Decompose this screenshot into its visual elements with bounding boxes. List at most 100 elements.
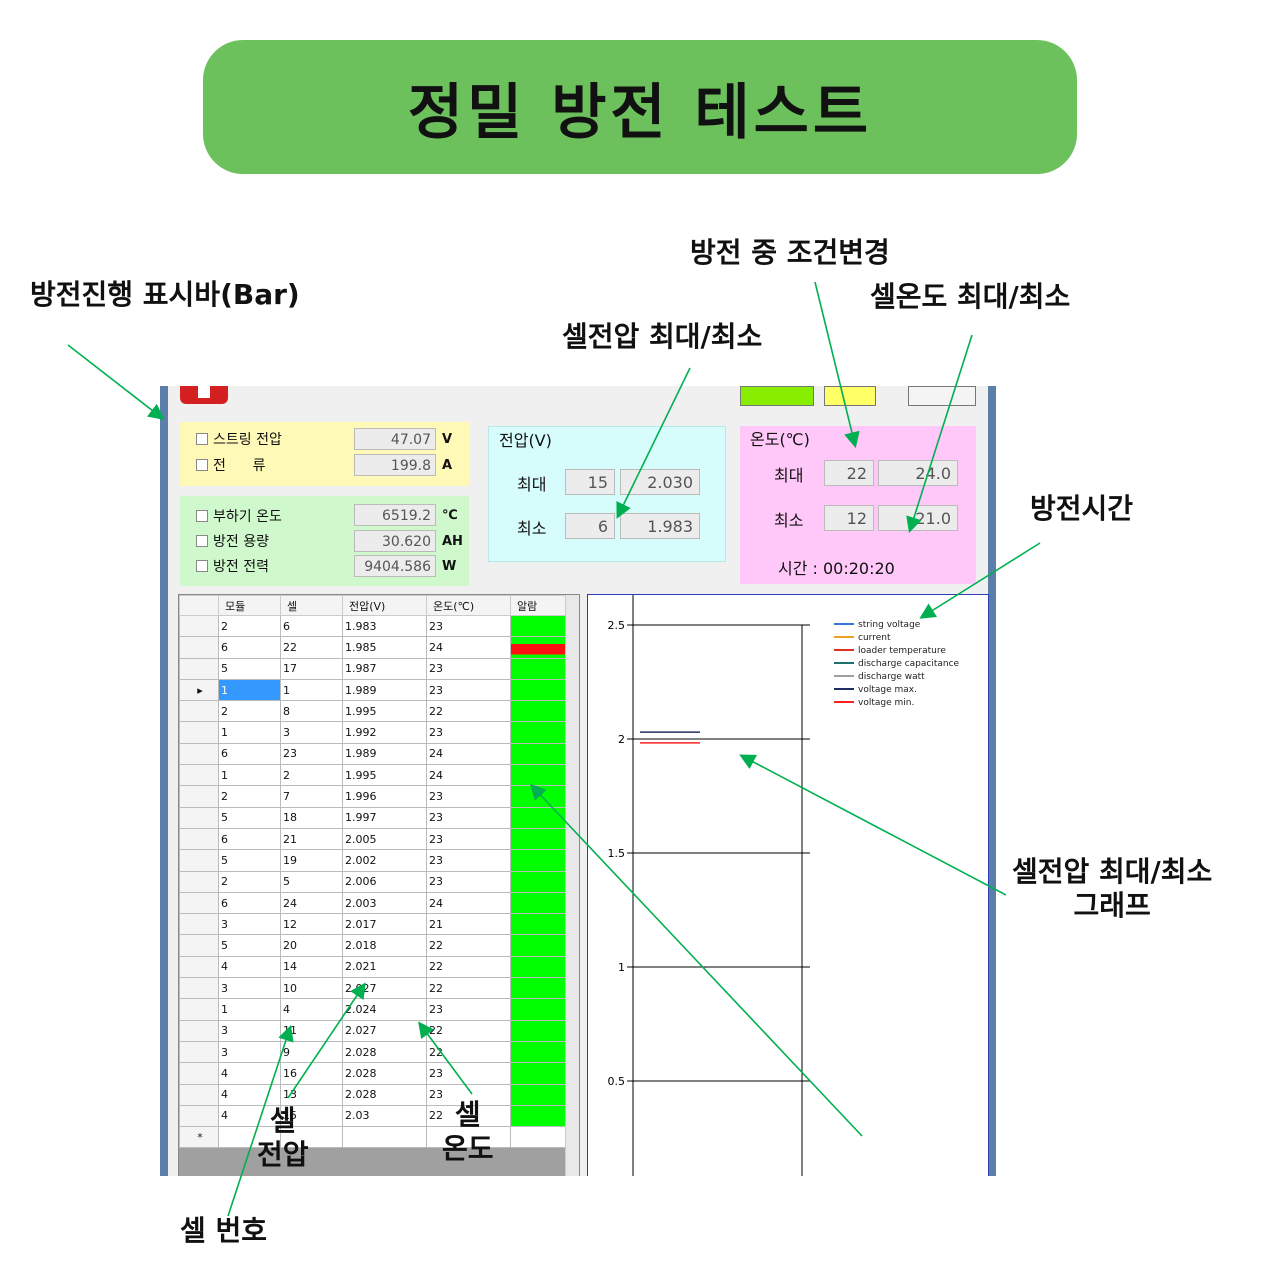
cell-temp[interactable]: 23	[426, 870, 511, 893]
cell-temp[interactable]: 22	[426, 1104, 511, 1128]
cell-voltage[interactable]: 2.03	[342, 1104, 427, 1128]
row-header[interactable]	[179, 1019, 219, 1042]
row-header[interactable]	[179, 764, 219, 787]
cell-number[interactable]: 17	[280, 657, 343, 680]
row-header[interactable]	[179, 827, 219, 851]
row-header[interactable]	[179, 955, 219, 979]
load-temp-checkbox[interactable]	[196, 510, 208, 522]
cell-number[interactable]: 22	[280, 636, 343, 659]
cell-number[interactable]: 18	[280, 806, 343, 829]
cell-voltage[interactable]: 2.027	[342, 977, 427, 1000]
cell-module[interactable]: 6	[218, 827, 281, 851]
cell-module[interactable]: 1	[218, 678, 281, 702]
cell-number[interactable]: 8	[280, 700, 343, 723]
exit-button[interactable]	[908, 386, 976, 406]
row-header[interactable]	[179, 998, 219, 1021]
cell-number[interactable]: 10	[280, 977, 343, 1000]
cell-temp[interactable]: 23	[426, 806, 511, 829]
cell-voltage[interactable]: 2.028	[342, 1062, 427, 1085]
cell-number[interactable]: 21	[280, 827, 343, 851]
capacity-checkbox[interactable]	[196, 535, 208, 547]
cell-number[interactable]: 13	[280, 1083, 343, 1106]
cell-temp[interactable]: 23	[426, 678, 511, 702]
cell-voltage[interactable]: 1.996	[342, 785, 427, 808]
cell-number[interactable]: 3	[280, 721, 343, 744]
row-header[interactable]	[179, 700, 219, 723]
cell-temp[interactable]: 23	[426, 614, 511, 638]
cell-voltage[interactable]: 2.028	[342, 1040, 427, 1064]
cell-temp[interactable]: 21	[426, 913, 511, 936]
cell-module[interactable]: 2	[218, 700, 281, 723]
cell-voltage[interactable]: 1.983	[342, 614, 427, 638]
cell-voltage[interactable]: 1.997	[342, 806, 427, 829]
cell-module[interactable]: 5	[218, 934, 281, 957]
cell-voltage[interactable]: 2.003	[342, 891, 427, 915]
change-button[interactable]	[824, 386, 876, 406]
cell-number[interactable]: 5	[280, 870, 343, 893]
cell-temp[interactable]: 24	[426, 891, 511, 915]
cell-temp[interactable]: 24	[426, 742, 511, 766]
current-checkbox[interactable]	[196, 459, 208, 471]
col-module[interactable]: 모듈	[218, 595, 281, 616]
cell-number[interactable]: 1	[280, 678, 343, 702]
cell-module[interactable]: 5	[218, 806, 281, 829]
row-header[interactable]	[179, 785, 219, 808]
new-row[interactable]: *	[179, 1126, 573, 1149]
cell-voltage[interactable]: 1.995	[342, 764, 427, 787]
cell-module[interactable]: 2	[218, 614, 281, 638]
cell-number[interactable]: 4	[280, 998, 343, 1021]
cell-number[interactable]: 16	[280, 1062, 343, 1085]
row-header[interactable]	[179, 657, 219, 680]
cell-temp[interactable]: 23	[426, 1062, 511, 1085]
row-header[interactable]	[179, 636, 219, 659]
cell-number[interactable]: 11	[280, 1019, 343, 1042]
cell-voltage[interactable]: 2.005	[342, 827, 427, 851]
cell-module[interactable]: 4	[218, 955, 281, 979]
row-header[interactable]	[179, 1040, 219, 1064]
cell-temp[interactable]: 22	[426, 700, 511, 723]
string-voltage-checkbox[interactable]	[196, 433, 208, 445]
row-header[interactable]	[179, 891, 219, 915]
row-header[interactable]	[179, 870, 219, 893]
cell-number[interactable]: 7	[280, 785, 343, 808]
col-alarm[interactable]: 알람	[510, 595, 573, 616]
row-header[interactable]	[179, 913, 219, 936]
new-row-cell[interactable]	[510, 1126, 573, 1149]
cell-module[interactable]: 3	[218, 913, 281, 936]
cell-number[interactable]: 12	[280, 913, 343, 936]
row-header[interactable]	[179, 806, 219, 829]
row-header[interactable]	[179, 1104, 219, 1128]
col-voltage[interactable]: 전압(V)	[342, 595, 427, 616]
col-temp[interactable]: 온도(℃)	[426, 595, 511, 616]
cell-module[interactable]: 3	[218, 1019, 281, 1042]
cell-module[interactable]: 1	[218, 998, 281, 1021]
cell-temp[interactable]: 23	[426, 998, 511, 1021]
col-cell[interactable]: 셀	[280, 595, 343, 616]
cell-voltage[interactable]: 2.002	[342, 849, 427, 872]
row-header[interactable]	[179, 1083, 219, 1106]
cell-voltage[interactable]: 1.989	[342, 678, 427, 702]
cell-number[interactable]: 2	[280, 764, 343, 787]
start-button[interactable]	[740, 386, 814, 406]
cell-voltage[interactable]: 2.006	[342, 870, 427, 893]
cell-number[interactable]: 19	[280, 849, 343, 872]
cell-number[interactable]: 14	[280, 955, 343, 979]
current-row[interactable]: 전 류	[196, 454, 265, 476]
cell-voltage[interactable]: 1.987	[342, 657, 427, 680]
